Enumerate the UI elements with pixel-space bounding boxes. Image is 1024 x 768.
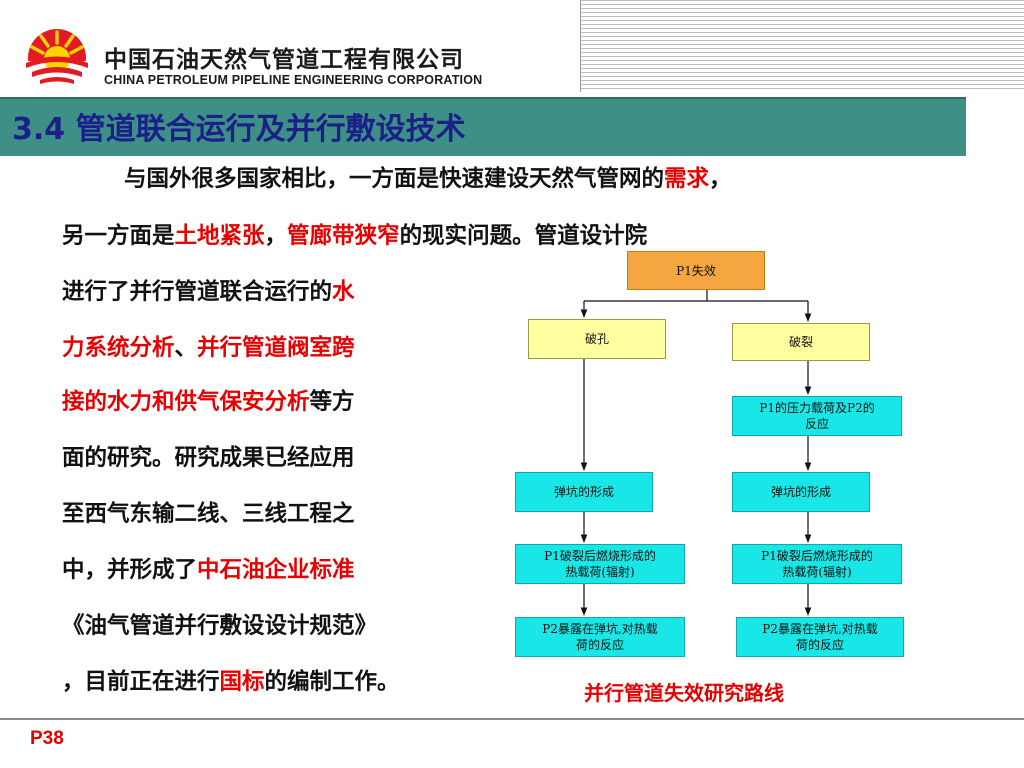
flow-node-right-exposure-line-2: 荷的反应 [795, 638, 844, 652]
cnpc-logo-icon [24, 29, 90, 88]
flow-node-left-crater: 弹坑的形成 [515, 472, 653, 512]
body-line-10-text: ，目前正在进行 [62, 669, 220, 695]
flow-node-right-crater: 弹坑的形成 [732, 472, 870, 512]
flow-node-right-exposure: P2暴露在弹坑,对热载 荷的反应 [736, 617, 904, 657]
flow-node-left-exposure: P2暴露在弹坑,对热载 荷的反应 [515, 617, 685, 657]
section-title: 3.4 管道联合运行及并行敷设技术 [12, 112, 466, 147]
flow-node-rupture-label: 破裂 [788, 335, 813, 349]
body-line-2-punct: ， [264, 223, 288, 249]
body-line-4-sep: 、 [174, 335, 198, 361]
flow-node-pressure-load-line-2: 反应 [804, 417, 829, 431]
section-banner [0, 97, 966, 156]
flow-node-left-exposure-line-2: 荷的反应 [575, 638, 624, 652]
body-line-3: 进行了并行管道联合运行的水 [62, 277, 355, 307]
flow-node-right-crater-label: 弹坑的形成 [770, 485, 831, 499]
highlight-land-shortage: 土地紧张 [174, 223, 265, 249]
page-number: P38 [30, 728, 64, 749]
highlight-corridor: 管廊带狭窄 [287, 223, 400, 249]
body-line-6: 面的研究。研究成果已经应用 [62, 445, 355, 471]
flow-node-left-heat-load-line-2: 热载荷(辐射) [565, 565, 635, 579]
body-line-3-text: 进行了并行管道联合运行的 [62, 279, 333, 305]
body-line-8: 中，并形成了中石油企业标准 [62, 555, 355, 585]
flow-node-p1-failure-label: P1失效 [676, 263, 716, 278]
flow-node-p1-failure: P1失效 [627, 251, 765, 290]
flow-node-right-heat-load: P1破裂后燃烧形成的 热载荷(辐射) [732, 544, 902, 584]
flow-node-left-crater-label: 弹坑的形成 [553, 485, 614, 499]
body-line-1-punct: ， [709, 166, 732, 192]
body-line-1-text: 与国外很多国家相比，一方面是快速建设天然气管网的 [124, 166, 665, 192]
body-line-2-rest: 的现实问题。管道设计院 [399, 223, 648, 249]
body-line-2-text: 另一方面是 [62, 223, 175, 249]
body-line-1: 与国外很多国家相比，一方面是快速建设天然气管网的需求， [124, 164, 732, 194]
highlight-demand: 需求 [664, 166, 710, 192]
stripes-divider [580, 0, 581, 92]
body-line-5: 接的水力和供气保安分析等方 [62, 387, 355, 417]
flow-node-pressure-load-line-1: P1的压力载荷及P2的 [759, 401, 875, 415]
highlight-national-standard: 国标 [219, 669, 265, 695]
body-line-9: 《油气管道并行敷设设计规范》 [62, 613, 378, 639]
highlight-valve-2: 接的水力和供气保安分析 [62, 389, 310, 415]
company-name-cn: 中国石油天然气管道工程有限公司 [104, 47, 464, 73]
highlight-hydraulic-2: 力系统分析 [62, 335, 175, 361]
flow-node-right-heat-load-line-1: P1破裂后燃烧形成的 [761, 549, 873, 563]
flowchart-caption: 并行管道失效研究路线 [584, 681, 784, 705]
body-line-4: 力系统分析、并行管道阀室跨 [62, 333, 355, 363]
company-name-en: CHINA PETROLEUM PIPELINE ENGINEERING COR… [104, 73, 483, 87]
body-line-7: 至西气东输二线、三线工程之 [62, 501, 355, 527]
flow-node-right-exposure-line-1: P2暴露在弹坑,对热载 [762, 622, 878, 636]
flow-node-pressure-load: P1的压力载荷及P2的 反应 [732, 396, 902, 436]
flow-node-rupture: 破裂 [732, 323, 870, 361]
flow-node-hole: 破孔 [528, 319, 666, 359]
body-line-2: 另一方面是土地紧张，管廊带狭窄的现实问题。管道设计院 [62, 221, 647, 251]
highlight-cnpc-standard: 中石油企业标准 [197, 557, 355, 583]
header-stripes [580, 0, 1024, 92]
highlight-hydraulic-1: 水 [332, 279, 355, 305]
flow-node-left-heat-load-line-1: P1破裂后燃烧形成的 [544, 549, 656, 563]
body-line-10-rest: 的编制工作。 [264, 669, 400, 695]
flow-node-left-heat-load: P1破裂后燃烧形成的 热载荷(辐射) [515, 544, 685, 584]
header: 中国石油天然气管道工程有限公司 CHINA PETROLEUM PIPELINE… [0, 0, 1024, 95]
flow-node-left-exposure-line-1: P2暴露在弹坑,对热载 [542, 622, 658, 636]
flow-node-hole-label: 破孔 [584, 332, 609, 346]
body-line-8-text: 中，并形成了 [62, 557, 198, 583]
body-line-10: ，目前正在进行国标的编制工作。 [62, 667, 400, 697]
flow-node-right-heat-load-line-2: 热载荷(辐射) [782, 565, 852, 579]
body-line-5-rest: 等方 [309, 389, 355, 415]
highlight-valve-1: 并行管道阀室跨 [197, 335, 355, 361]
footer-divider [0, 718, 1024, 720]
